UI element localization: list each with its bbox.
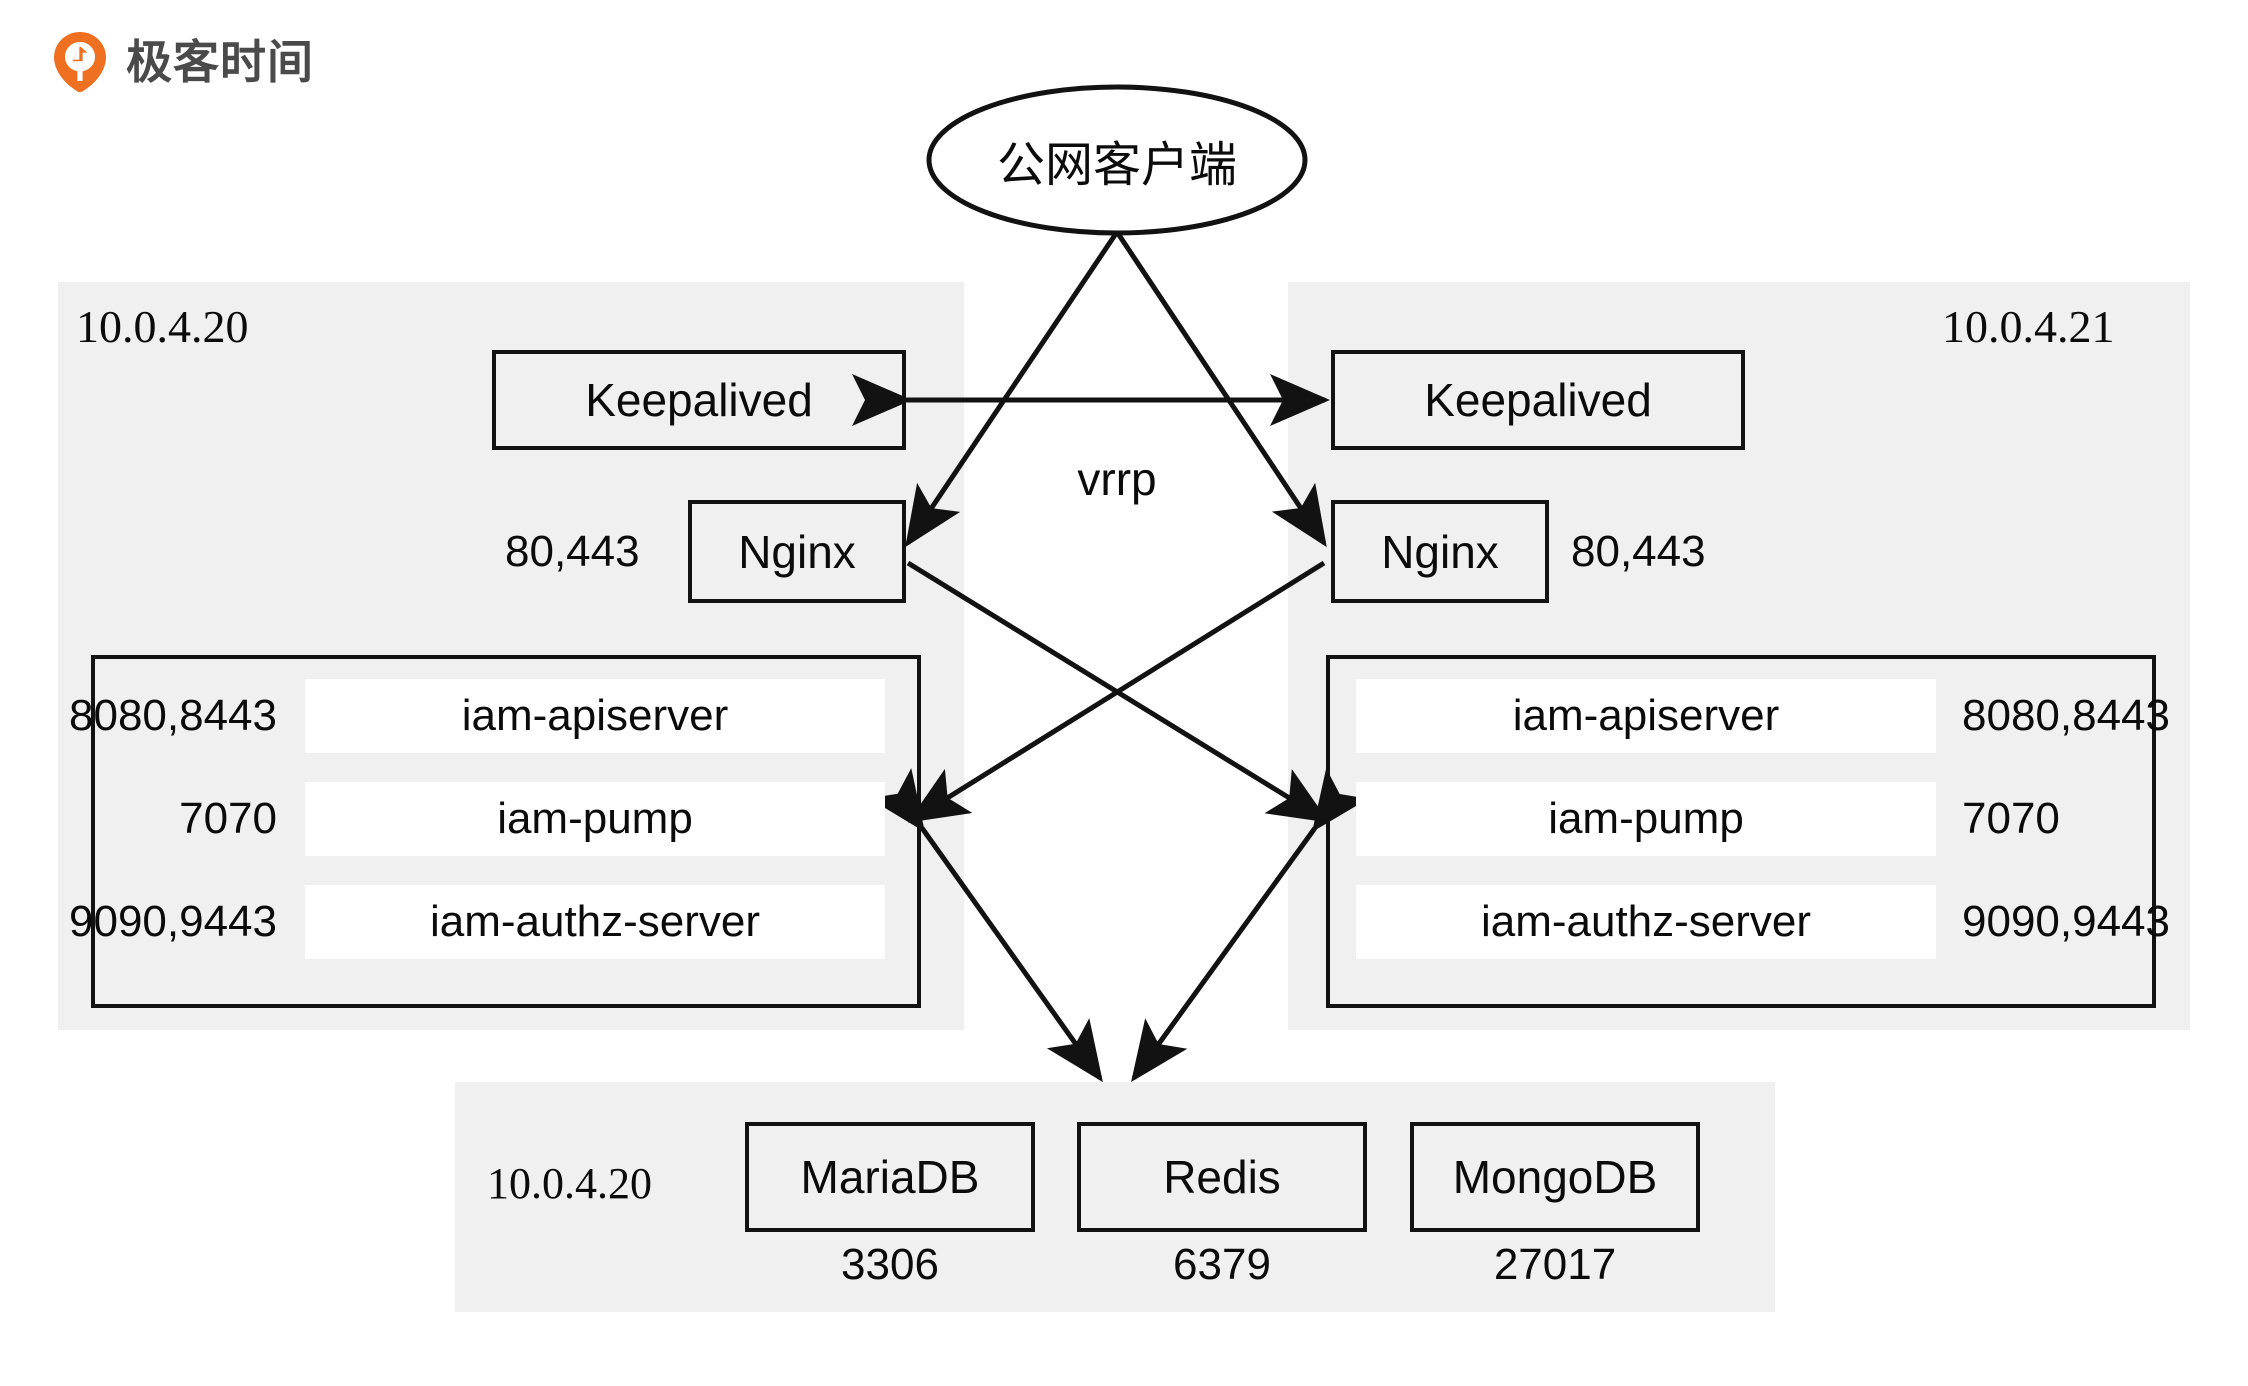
right-service-row-1[interactable]: iam-pump 7070: [1326, 782, 2156, 856]
left-service-name-2: iam-authz-server: [305, 885, 885, 959]
right-services-box: iam-apiserver 8080,8443 iam-pump 7070 ia…: [1326, 655, 2170, 1008]
right-service-ports-1: 7070: [1962, 794, 2060, 843]
right-service-row-0[interactable]: iam-apiserver 8080,8443: [1326, 679, 2170, 753]
right-host-ip: 10.0.4.21: [1942, 301, 2115, 352]
redis-label: Redis: [1163, 1151, 1281, 1203]
left-services-box: 8080,8443 iam-apiserver 7070 iam-pump 90…: [69, 655, 921, 1008]
brand-logo: 极客时间: [48, 30, 314, 94]
vrrp-edge-label: vrrp: [1077, 453, 1157, 505]
right-keepalived-box[interactable]: Keepalived: [1331, 350, 1745, 450]
mongodb-port: 27017: [1493, 1240, 1617, 1289]
left-nginx-box[interactable]: Nginx: [688, 500, 906, 603]
left-service-name-1: iam-pump: [305, 782, 885, 856]
right-nginx-ports: 80,443: [1571, 527, 1706, 576]
mongodb-label: MongoDB: [1452, 1151, 1658, 1203]
left-nginx-ports: 80,443: [505, 527, 640, 576]
mongodb-box[interactable]: MongoDB: [1410, 1122, 1700, 1232]
left-service-ports-2: 9090,9443: [69, 897, 277, 946]
right-nginx-box[interactable]: Nginx: [1331, 500, 1549, 603]
right-service-name-2: iam-authz-server: [1356, 885, 1936, 959]
data-host-ip: 10.0.4.20: [487, 1159, 652, 1208]
right-service-name-0: iam-apiserver: [1356, 679, 1936, 753]
mariadb-label: MariaDB: [800, 1151, 980, 1203]
left-service-row-1[interactable]: 7070 iam-pump: [91, 782, 921, 856]
left-nginx-label: Nginx: [738, 525, 856, 578]
geektime-pin-icon: [48, 30, 112, 94]
right-keepalived-label: Keepalived: [1424, 374, 1652, 426]
public-client-ellipse: [926, 84, 1308, 236]
redis-port: 6379: [1173, 1240, 1271, 1289]
right-service-name-1: iam-pump: [1356, 782, 1936, 856]
public-client-label: 公网客户端: [996, 137, 1238, 193]
left-service-row-0[interactable]: 8080,8443 iam-apiserver: [69, 679, 921, 753]
right-service-row-2[interactable]: iam-authz-server 9090,9443: [1326, 885, 2170, 959]
mariadb-box[interactable]: MariaDB: [745, 1122, 1035, 1232]
left-service-ports-0: 8080,8443: [69, 691, 277, 740]
left-keepalived-box[interactable]: Keepalived: [492, 350, 906, 450]
right-nginx-label: Nginx: [1381, 525, 1499, 578]
mariadb-port: 3306: [841, 1240, 939, 1289]
brand-wordmark: 极客时间: [126, 35, 314, 89]
left-service-name-0: iam-apiserver: [305, 679, 885, 753]
left-service-row-2[interactable]: 9090,9443 iam-authz-server: [69, 885, 921, 959]
data-host-panel: [455, 1082, 1775, 1312]
redis-box[interactable]: Redis: [1077, 1122, 1367, 1232]
right-service-ports-0: 8080,8443: [1962, 691, 2170, 740]
right-service-ports-2: 9090,9443: [1962, 897, 2170, 946]
left-host-ip: 10.0.4.20: [76, 301, 249, 352]
left-keepalived-label: Keepalived: [585, 374, 813, 426]
left-service-ports-1: 7070: [179, 794, 277, 843]
